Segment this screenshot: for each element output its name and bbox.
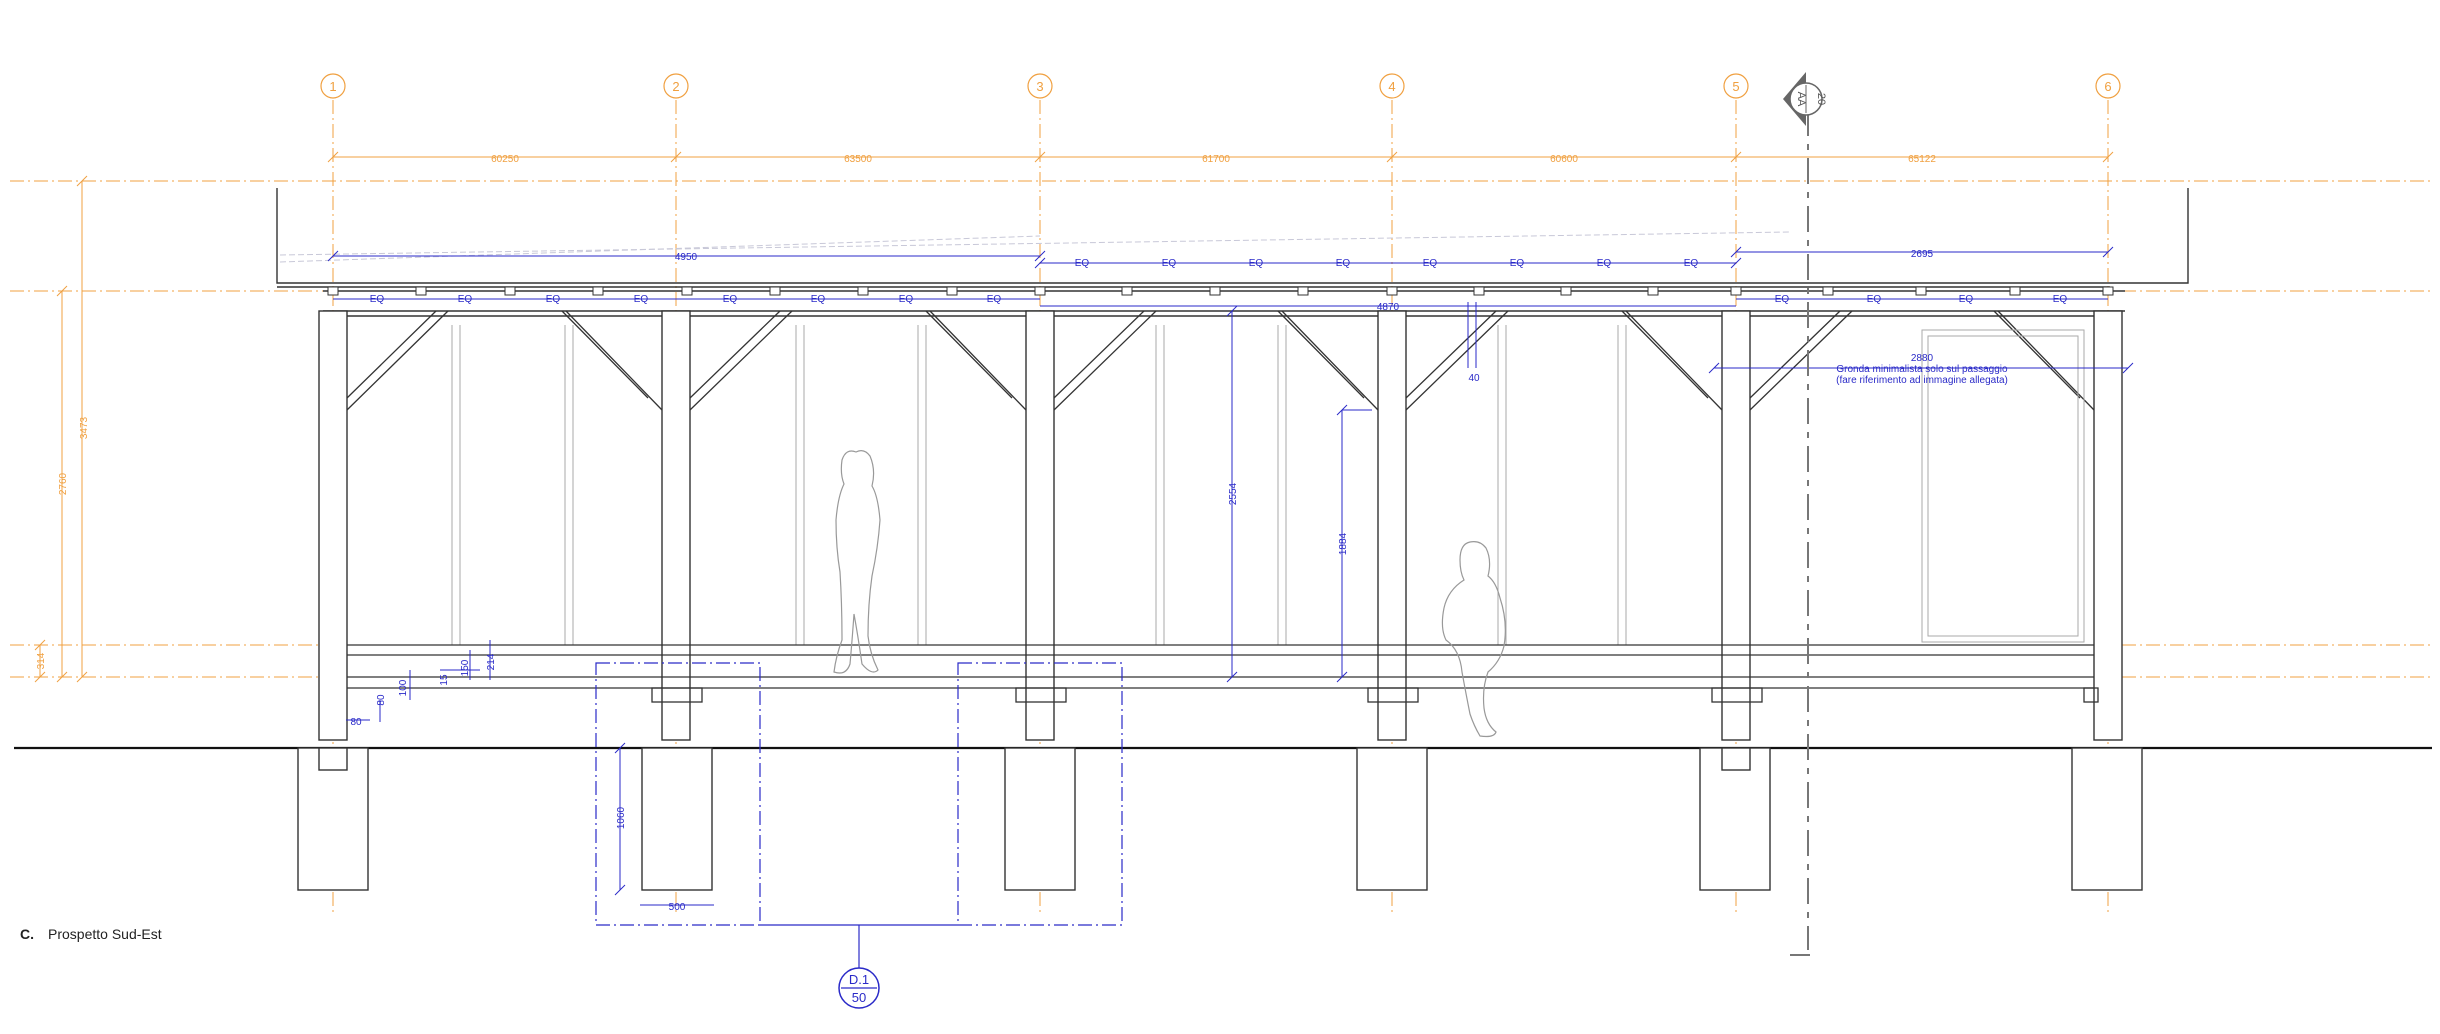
human-figure-standing [833,450,881,674]
eq-label: EQ [1162,258,1177,269]
eq-label: EQ [1684,258,1699,269]
note-line-2: (fare riferimento ad immagine allegata) [1836,375,2008,386]
bay-dimension-line [327,151,2114,163]
eq-label: EQ [634,294,649,305]
section-cut [1790,110,1810,956]
eq-label: EQ [1510,258,1525,269]
dimension-total-height: 3473 [79,416,90,439]
dimension-post-height-blue: 2554 [1228,482,1239,505]
bay-dimension-4: 60600 [1550,154,1578,165]
section-marker-number: 20 [1815,93,1827,105]
axis-label-3: 3 [1036,79,1043,94]
dimension-right-span: 2695 [1911,249,1934,260]
detail-marker: D.1 50 [838,967,880,1009]
section-marker-label: AA [1795,92,1807,107]
dimension-small-4: 150 [460,659,471,676]
dimension-footing-width: 500 [669,902,686,913]
eq-label: EQ [2053,294,2068,305]
dimension-window-height: 1884 [1338,532,1349,555]
eq-label: EQ [370,294,385,305]
dimension-small-2: 80 [376,694,387,706]
eq-label: EQ [899,294,914,305]
axis-label-1: 1 [329,79,336,94]
blue-dimensions [333,251,2128,906]
dimension-left-span: 4950 [675,252,698,263]
axis-label-4: 4 [1388,79,1395,94]
eq-label: EQ [1775,294,1790,305]
detail-callouts [595,662,1123,926]
roof-ghost-lines [279,231,1791,263]
axis-label-6: 6 [2104,79,2111,94]
eq-label: EQ [811,294,826,305]
bay-dimension-2: 63500 [844,154,872,165]
eq-label: EQ [1959,294,1974,305]
posts [318,310,2123,741]
eq-label: EQ [1597,258,1612,269]
joist-stubs [327,286,2114,296]
dimension-center: 4870 [1377,302,1400,313]
eq-label: EQ [546,294,561,305]
bay-dimension-5: 65122 [1908,154,1936,165]
axis-bubbles [320,73,2121,99]
bay-dimension-3: 61700 [1202,154,1230,165]
eq-label: EQ [1867,294,1882,305]
dimension-footing-depth: 1060 [616,806,627,829]
foundations [297,747,2143,891]
note-line-1: Gronda minimalista solo sul passaggio [1836,364,2008,375]
eq-label: EQ [1249,258,1264,269]
drawing-title-prefix: C. [20,926,34,942]
glazing-frames [451,325,2085,645]
section-marker: 20 AA [1783,72,1827,126]
detail-leader [760,924,958,968]
grid-axes [332,100,2109,915]
vertical-dimension-chains [34,175,88,683]
dimension-small-6: 214 [486,653,497,670]
blue-dimension-ticks [327,246,2134,896]
dimension-small-5: 15 [439,674,450,686]
dimension-bracket: 40 [1468,373,1480,384]
axis-label-5: 5 [1732,79,1739,94]
eq-label: EQ [458,294,473,305]
eq-label: EQ [987,294,1002,305]
level-lines [10,180,2430,678]
eq-label: EQ [1423,258,1438,269]
dimension-small-3: 100 [398,679,409,696]
drawing-title: C. Prospetto Sud-Est [20,926,162,942]
human-figure-sitting [1441,541,1506,738]
drawing-title-text: Prospetto Sud-Est [48,926,162,942]
dimension-post-height: 2760 [58,472,69,495]
eq-label: EQ [1075,258,1090,269]
detail-marker-scale: 50 [852,990,866,1005]
bay-dimension-1: 60250 [491,154,519,165]
dimension-small-1: 80 [350,717,362,728]
dimension-base-height: 314 [36,652,47,669]
floor-platform [347,644,2099,703]
eq-label: EQ [1336,258,1351,269]
eq-label: EQ [723,294,738,305]
dimension-gutter: 2880 [1911,353,1934,364]
braces [346,310,2095,411]
detail-marker-label: D.1 [849,972,869,987]
axis-label-2: 2 [672,79,679,94]
